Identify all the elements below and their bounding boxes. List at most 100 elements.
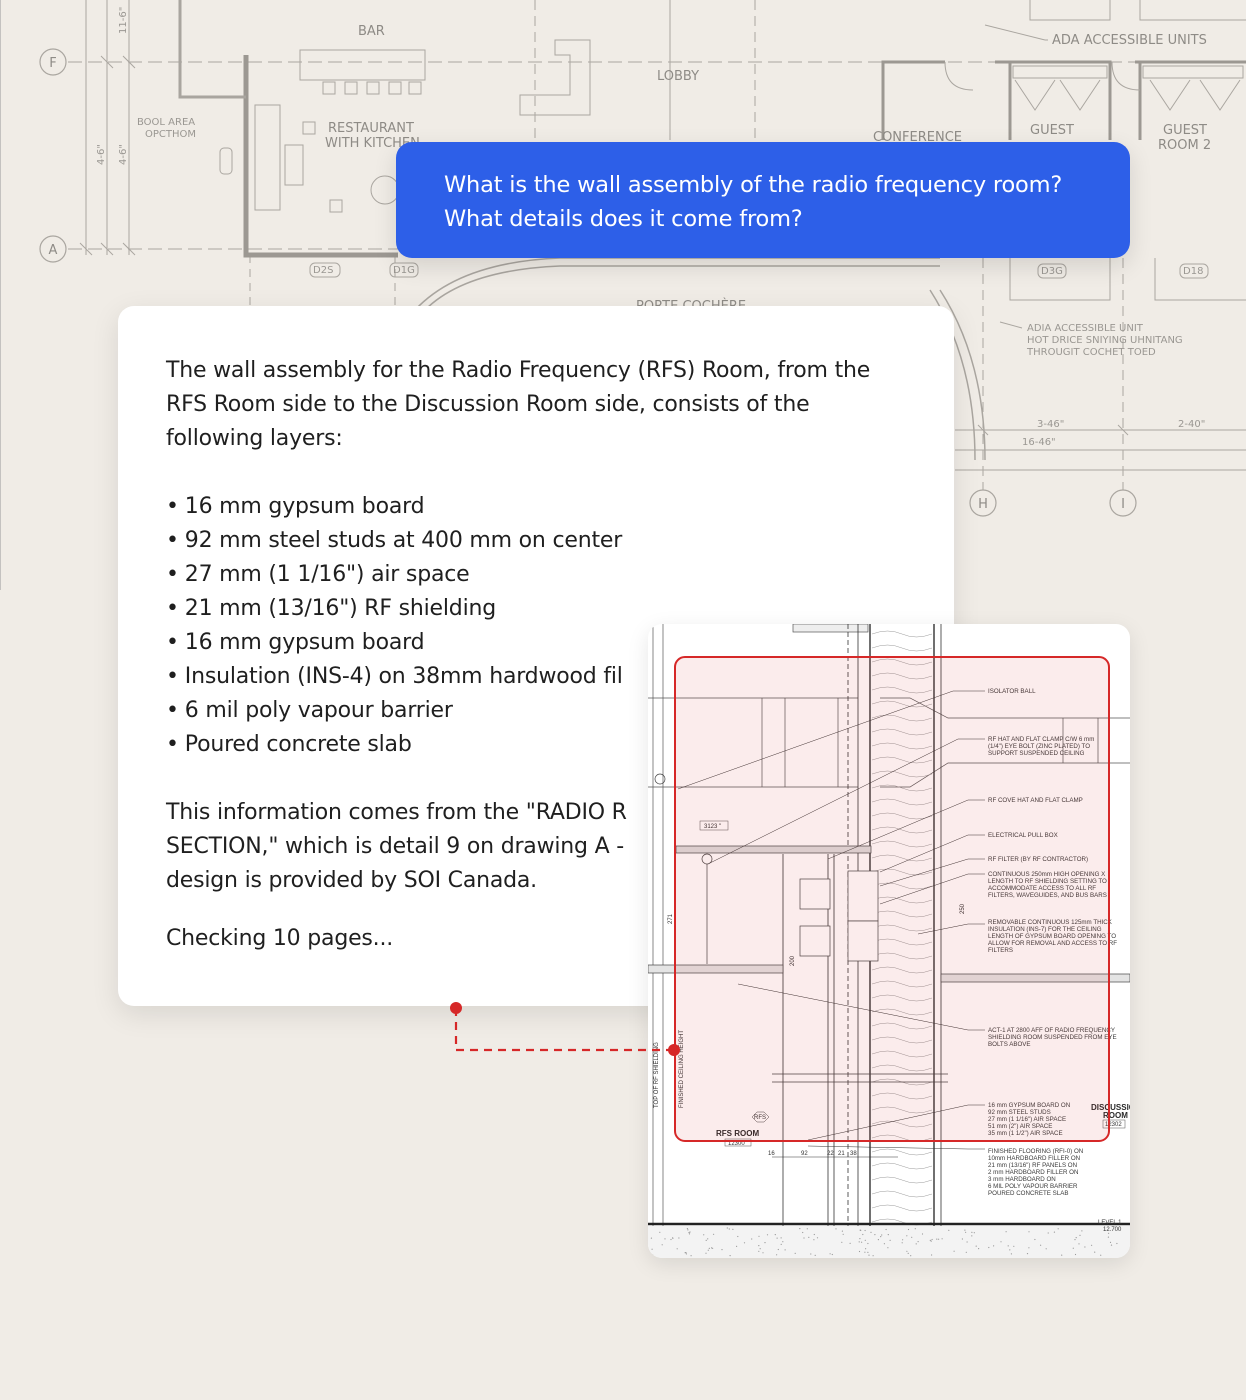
concrete-dot xyxy=(953,1250,955,1252)
insulation-stroke xyxy=(871,1036,933,1044)
concrete-dot xyxy=(917,1241,919,1243)
answer-source-line: This information comes from the "RADIO R xyxy=(166,800,627,825)
svg-text:22: 22 xyxy=(827,1151,834,1157)
concrete-dot xyxy=(1047,1232,1049,1234)
concrete-dot xyxy=(766,1234,769,1236)
svg-text:11-6": 11-6" xyxy=(118,7,129,34)
svg-text:92: 92 xyxy=(801,1151,808,1157)
concrete-dot xyxy=(841,1230,843,1232)
concrete-dot xyxy=(910,1255,912,1257)
concrete-dot xyxy=(1072,1247,1074,1249)
svg-text:16 mm GYPSUM BOARD ON: 16 mm GYPSUM BOARD ON xyxy=(988,1102,1070,1109)
wall-layer-item: Poured concrete slab xyxy=(166,728,906,762)
insulation-stroke xyxy=(871,1050,933,1058)
wall-layer-item: Insulation (INS-4) on 38mm hardwood fil xyxy=(166,660,906,694)
answer-intro-line: RFS Room side to the Discussion Room sid… xyxy=(166,392,810,417)
concrete-dot xyxy=(914,1228,916,1230)
concrete-dot xyxy=(780,1237,782,1239)
svg-text:ADA ACCESSIBLE UNITS: ADA ACCESSIBLE UNITS xyxy=(1052,33,1207,48)
concrete-dot xyxy=(1110,1244,1113,1246)
concrete-dot xyxy=(1005,1231,1007,1233)
concrete-dot xyxy=(713,1233,715,1235)
insulation-stroke xyxy=(871,798,933,806)
concrete-dot xyxy=(1116,1242,1118,1245)
insulation-stroke xyxy=(871,1162,933,1170)
concrete-dot xyxy=(988,1246,990,1249)
concrete-dot xyxy=(849,1242,851,1244)
concrete-dot xyxy=(1053,1231,1055,1233)
concrete-dot xyxy=(774,1234,776,1236)
svg-text:BOOL AREA: BOOL AREA xyxy=(137,117,195,128)
insulation-stroke xyxy=(871,1106,933,1114)
concrete-dot xyxy=(751,1238,753,1240)
concrete-dot xyxy=(1109,1241,1112,1243)
concrete-dot xyxy=(776,1254,778,1256)
insulation-stroke xyxy=(871,644,933,652)
concrete-dot xyxy=(993,1245,995,1247)
concrete-dot xyxy=(758,1250,760,1252)
concrete-dot xyxy=(705,1239,707,1241)
svg-text:CONFERENCE: CONFERENCE xyxy=(873,130,962,145)
concrete-dot xyxy=(802,1231,804,1234)
concrete-dot xyxy=(1045,1248,1047,1250)
svg-text:THROUGIT COCHET TOED: THROUGIT COCHET TOED xyxy=(1026,347,1156,358)
concrete-dot xyxy=(794,1252,796,1254)
svg-text:12300: 12300 xyxy=(728,1141,745,1147)
concrete-dot xyxy=(858,1250,861,1253)
svg-text:6 MIL POLY VAPOUR BARRIER: 6 MIL POLY VAPOUR BARRIER xyxy=(988,1183,1078,1190)
concrete-dot xyxy=(762,1252,764,1254)
concrete-dot xyxy=(810,1253,812,1255)
concrete-dot xyxy=(864,1239,866,1241)
drawing-preview-card[interactable]: ISOLATOR BALL RF HAT AND FLAT CLAMP C/W … xyxy=(648,624,1130,1258)
insulation-stroke xyxy=(871,1176,933,1184)
concrete-dot xyxy=(684,1252,686,1254)
svg-text:FILTERS: FILTERS xyxy=(988,947,1013,954)
svg-text:ADIA ACCESSIBLE UNIT: ADIA ACCESSIBLE UNIT xyxy=(1027,323,1144,334)
concrete-dot xyxy=(1057,1228,1059,1230)
concrete-dot xyxy=(841,1241,843,1243)
insulation-stroke xyxy=(871,770,933,778)
insulation-stroke xyxy=(871,700,933,708)
highlight-region[interactable] xyxy=(674,656,1110,1142)
concrete-dot xyxy=(1061,1254,1063,1256)
concrete-dot xyxy=(965,1251,967,1253)
concrete-dot xyxy=(907,1252,909,1254)
wall-layer-item: 6 mil poly vapour barrier xyxy=(166,694,906,728)
svg-text:(1/4") EYE BOLT (ZINC PLATED): (1/4") EYE BOLT (ZINC PLATED) TO xyxy=(988,743,1090,750)
svg-text:10mm HARDBOARD FILLER ON: 10mm HARDBOARD FILLER ON xyxy=(988,1155,1080,1162)
svg-text:4-6": 4-6" xyxy=(96,144,107,165)
insulation-stroke xyxy=(871,1204,933,1212)
concrete-dot xyxy=(670,1238,672,1241)
concrete-dot xyxy=(685,1253,687,1255)
concrete-dot xyxy=(872,1255,874,1257)
concrete-dot xyxy=(931,1254,933,1256)
svg-text:GUEST: GUEST xyxy=(1030,123,1074,138)
insulation-stroke xyxy=(871,728,933,736)
insulation-stroke xyxy=(871,1148,933,1156)
svg-text:CONTINUOUS 250mm HIGH OPENING: CONTINUOUS 250mm HIGH OPENING X xyxy=(988,871,1105,878)
insulation-stroke xyxy=(871,784,933,792)
insulation-stroke xyxy=(871,812,933,820)
concrete-dot xyxy=(661,1244,663,1246)
concrete-dot xyxy=(1084,1246,1086,1248)
svg-text:D3G: D3G xyxy=(1041,266,1063,277)
concrete-dot xyxy=(842,1233,844,1235)
concrete-dot xyxy=(726,1227,728,1229)
svg-text:21 mm (13/16") RF PANELS ON: 21 mm (13/16") RF PANELS ON xyxy=(988,1162,1077,1169)
concrete-dot xyxy=(780,1243,782,1245)
svg-text:12302: 12302 xyxy=(1105,1122,1122,1128)
concrete-dot xyxy=(860,1229,862,1231)
insulation-stroke xyxy=(871,826,933,834)
svg-text:LOBBY: LOBBY xyxy=(657,69,699,84)
concrete-dot xyxy=(1000,1241,1002,1243)
insulation-stroke xyxy=(871,994,933,1002)
svg-text:250: 250 xyxy=(960,903,966,914)
concrete-dot xyxy=(814,1254,816,1256)
svg-text:WITH KITCHEN: WITH KITCHEN xyxy=(325,136,420,151)
concrete-dot xyxy=(915,1243,917,1245)
concrete-dot xyxy=(966,1241,968,1243)
concrete-dot xyxy=(961,1238,963,1240)
concrete-dot xyxy=(902,1239,904,1241)
wall-layer-item: 92 mm steel studs at 400 mm on center xyxy=(166,524,906,558)
concrete-dot xyxy=(758,1245,760,1247)
